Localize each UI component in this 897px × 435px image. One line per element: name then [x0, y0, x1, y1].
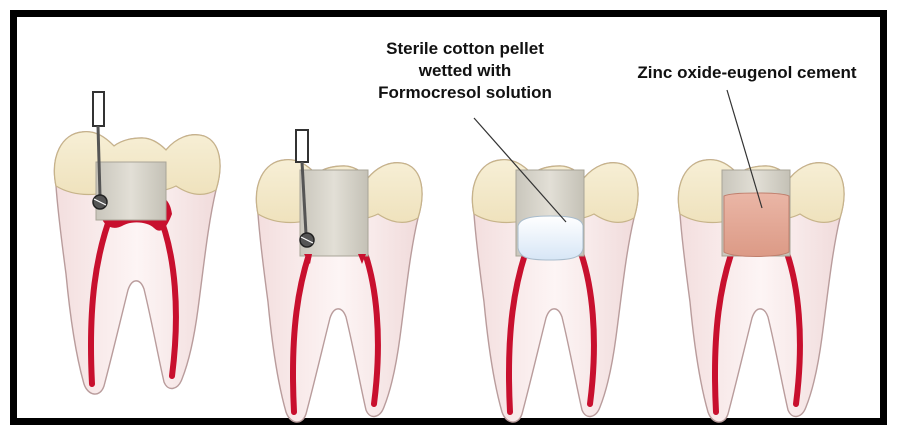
- label-cotton-pellet-line-1: Sterile cotton pellet: [355, 38, 575, 60]
- panel-drilling: [54, 92, 220, 394]
- cotton-pellet: [518, 216, 583, 260]
- label-cotton-pellet: Sterile cotton pellet wetted with Formoc…: [355, 38, 575, 104]
- panel-amputation: [256, 130, 422, 422]
- label-cotton-pellet-line-3: Formocresol solution: [355, 82, 575, 104]
- panel-zoe-cement: [678, 160, 844, 422]
- zoe-cement-fill: [724, 193, 789, 257]
- panel-formocresol: [472, 160, 638, 422]
- label-zoe-cement: Zinc oxide-eugenol cement: [617, 62, 877, 84]
- label-cotton-pellet-line-2: wetted with: [355, 60, 575, 82]
